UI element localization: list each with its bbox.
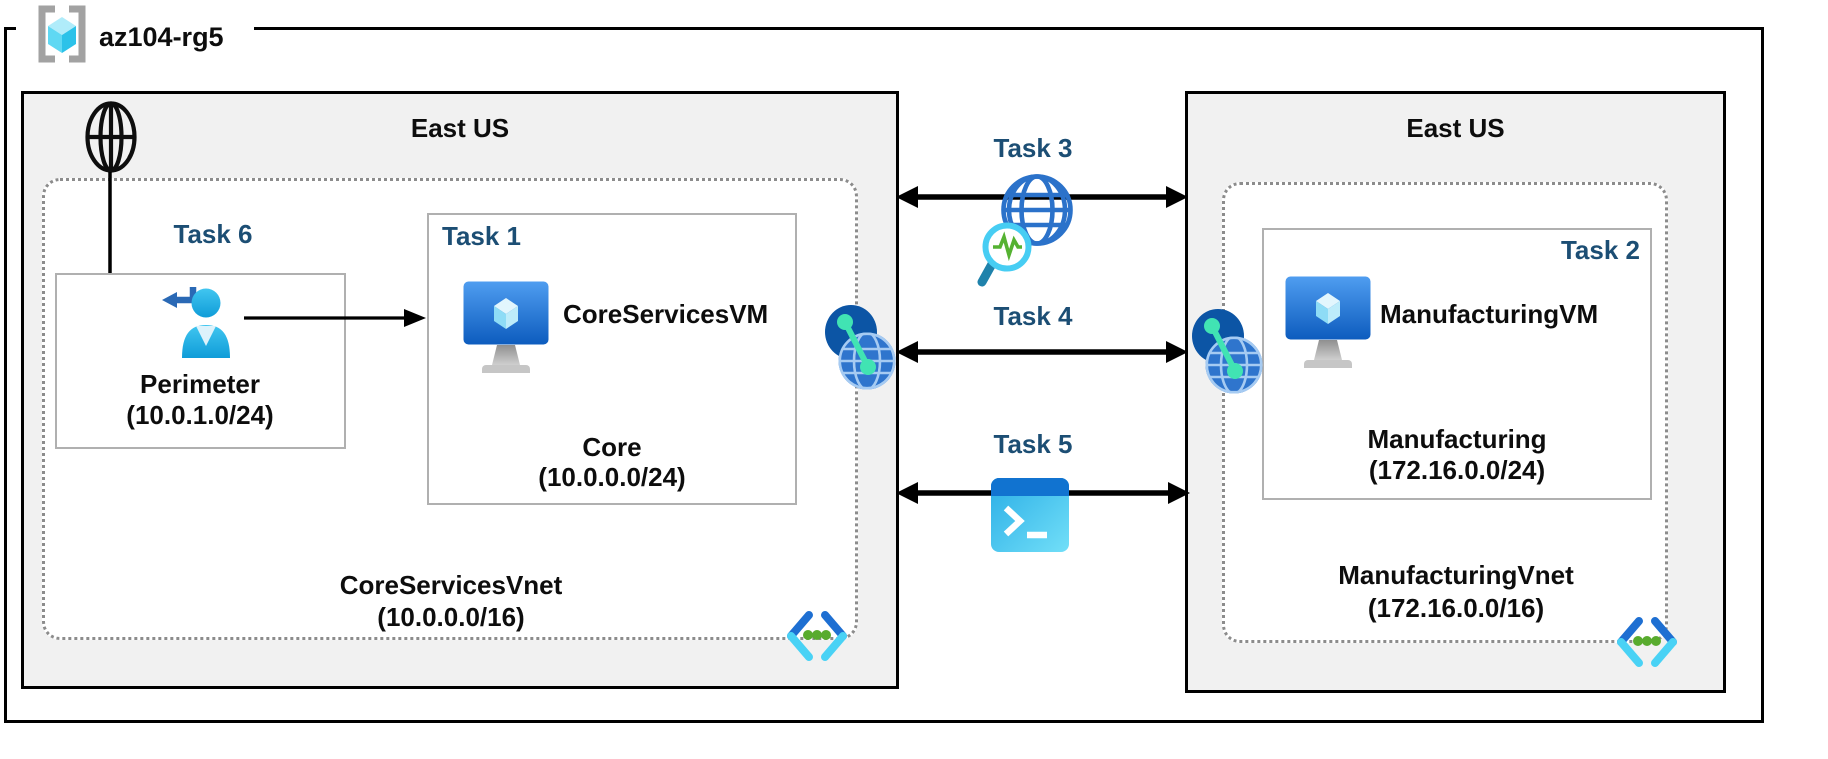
coreservicesvnet-name: CoreServicesVnet [339, 570, 563, 600]
manufacturingvm-label: ManufacturingVM [1380, 299, 1599, 329]
resource-group-label: az104-rg5 [99, 22, 224, 52]
manufacturingvnet-cidr: (172.16.0.0/16) [1367, 593, 1545, 623]
manufacturing-name: Manufacturing [1367, 424, 1547, 454]
task3-label: Task 3 [993, 133, 1073, 163]
virtual-network-icon [787, 611, 847, 661]
virtual-machine-icon [1285, 276, 1371, 368]
vnet-peering-icon [825, 305, 896, 390]
task4-label: Task 4 [993, 301, 1073, 331]
resource-group-icon [38, 5, 86, 63]
manufacturing-cidr: (172.16.0.0/24) [1368, 455, 1546, 485]
arrow-perimeter-to-core [244, 309, 426, 327]
subnet-box-perimeter [55, 273, 346, 449]
virtual-machine-icon [463, 281, 549, 373]
region-title-left: East US [410, 113, 510, 143]
manufacturingvnet-name: ManufacturingVnet [1338, 560, 1574, 590]
arrow-task4 [896, 341, 1188, 363]
network-watcher-icon [977, 174, 1073, 287]
subnet-box-core [427, 213, 797, 505]
core-name: Core [582, 432, 642, 462]
task5-label: Task 5 [993, 429, 1073, 459]
region-title-right: East US [1406, 113, 1505, 143]
internet-globe-icon [85, 101, 137, 173]
vnet-peering-icon [1192, 309, 1263, 394]
perimeter-name: Perimeter [140, 369, 260, 399]
virtual-network-icon [1617, 617, 1677, 667]
resource-group-boundary [4, 27, 1764, 723]
task2-label: Task 2 [1560, 235, 1640, 265]
task1-label: Task 1 [442, 221, 522, 251]
core-cidr: (10.0.0.0/24) [538, 462, 686, 492]
cloud-shell-icon [991, 478, 1069, 552]
guest-user-icon [162, 287, 230, 358]
task6-label: Task 6 [173, 219, 253, 249]
coreservicesvnet-cidr: (10.0.0.0/16) [377, 602, 525, 632]
perimeter-cidr: (10.0.1.0/24) [126, 400, 274, 430]
coreservicesvm-label: CoreServicesVM [563, 299, 769, 329]
